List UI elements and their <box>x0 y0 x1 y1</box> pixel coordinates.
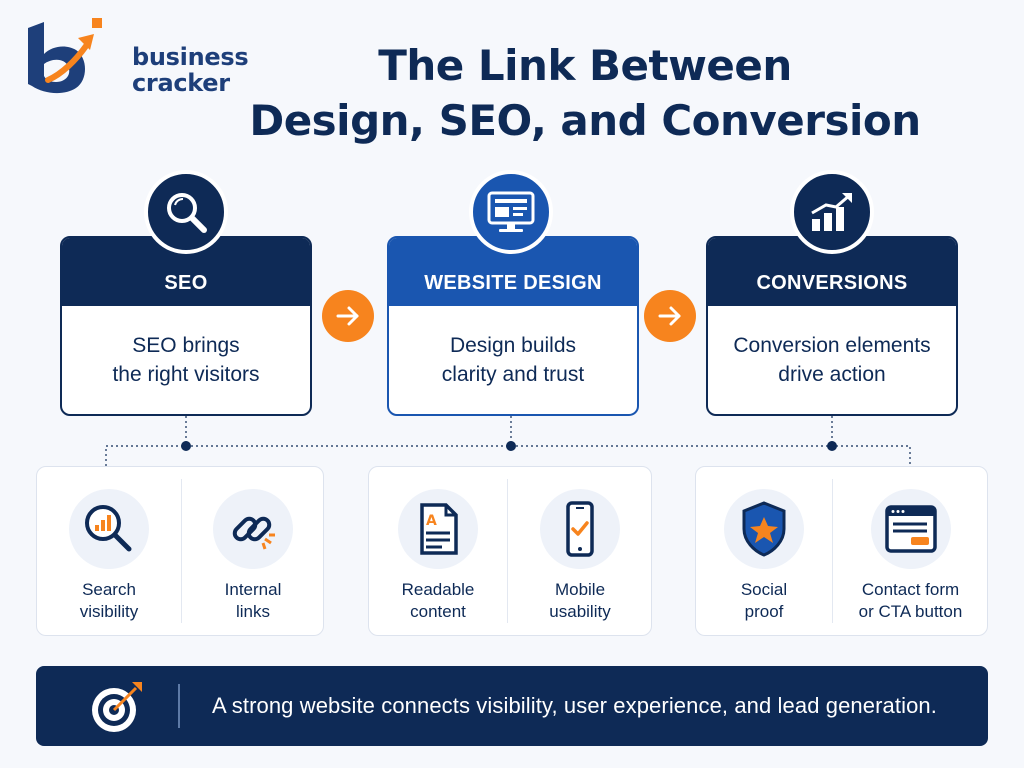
element-item: A Readable content <box>369 467 507 635</box>
element-label-line2: links <box>235 602 270 621</box>
element-label-line1: Readable <box>401 580 475 599</box>
stage-description-line2: clarity and trust <box>441 363 585 386</box>
element-label-line2: usability <box>549 602 611 621</box>
target-arrow-icon <box>92 682 142 732</box>
brand-logo: business cracker <box>22 14 252 100</box>
mobile-check-icon <box>540 489 620 569</box>
element-label-line2: visibility <box>79 602 139 621</box>
stage-description: Design builds clarity and trust <box>389 306 637 414</box>
element-label-line1: Internal <box>224 580 282 599</box>
element-label-line1: Search <box>82 580 136 599</box>
shield-star-icon <box>724 489 804 569</box>
stage-description-line2: drive action <box>778 363 886 386</box>
element-item: Contact form or CTA button <box>832 467 989 635</box>
element-item: Internal links <box>181 467 325 635</box>
divider <box>181 479 182 623</box>
element-label-line2: proof <box>744 602 784 621</box>
search-chart-icon <box>69 489 149 569</box>
summary-banner: A strong website connects visibility, us… <box>36 666 988 746</box>
flow-arrow-icon <box>644 290 696 342</box>
connector-node <box>506 441 516 451</box>
document-icon: A <box>398 489 478 569</box>
element-label-line1: Contact form <box>861 580 960 599</box>
page-title: The Link Between Design, SEO, and Conver… <box>240 40 930 150</box>
chain-link-icon <box>213 489 293 569</box>
element-item: Mobile usability <box>507 467 653 635</box>
stage-description-line1: Design builds <box>449 334 577 357</box>
divider <box>507 479 508 623</box>
form-window-icon <box>870 489 951 569</box>
element-label-line2: content <box>410 602 466 621</box>
business-cracker-logo-icon <box>28 18 102 94</box>
stage-description-line1: SEO brings <box>132 334 240 357</box>
monitor-icon <box>469 170 553 254</box>
stage-description-line2: the right visitors <box>112 363 260 386</box>
element-label-line1: Mobile <box>554 580 606 599</box>
brand-name-line2: cracker <box>132 69 230 97</box>
stage-description: Conversion elements drive action <box>708 306 956 414</box>
banner-text: A strong website connects visibility, us… <box>212 693 937 718</box>
flow-arrow-icon <box>322 290 374 342</box>
element-group-design: A Readable content Mobile usability <box>368 466 652 636</box>
growth-chart-icon <box>790 170 874 254</box>
stage-description: SEO brings the right visitors <box>62 306 310 414</box>
title-line1: The Link Between <box>378 41 792 90</box>
brand-name-line1: business <box>132 43 249 71</box>
divider <box>832 479 833 623</box>
title-line2: Design, SEO, and Conversion <box>249 96 921 145</box>
connector-node <box>181 441 191 451</box>
element-label-line2: or CTA button <box>858 602 963 621</box>
element-item: Search visibility <box>37 467 181 635</box>
banner-separator <box>178 684 180 728</box>
element-group-conversions: Social proof Contact form or CTA button <box>695 466 988 636</box>
connector-node <box>827 441 837 451</box>
svg-text:A: A <box>426 513 437 529</box>
element-group-seo: Search visibility Internal links <box>36 466 324 636</box>
element-item: Social proof <box>696 467 832 635</box>
magnifier-icon <box>144 170 228 254</box>
stage-description-line1: Conversion elements <box>733 334 931 357</box>
element-label-line1: Social <box>740 580 788 599</box>
